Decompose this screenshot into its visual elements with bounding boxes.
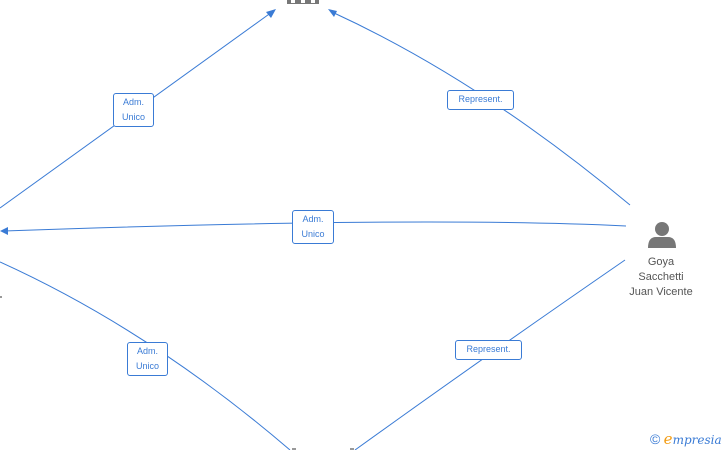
edge-label-bottom-left[interactable]: Adm. Unico	[127, 342, 168, 376]
building-icon[interactable]	[287, 0, 319, 4]
edge-label-middle[interactable]: Adm. Unico	[292, 210, 334, 244]
arrowhead-top-right	[328, 9, 337, 17]
arrowhead-middle	[0, 227, 8, 235]
edge-middle	[3, 221, 627, 232]
person-name-line-2: Sacchetti	[638, 271, 684, 283]
brand-e-letter: e	[663, 430, 673, 448]
edge-label-top-right[interactable]: Represent.	[447, 90, 514, 110]
person-name[interactable]: Goya Sacchetti Juan Vicente	[612, 255, 710, 300]
copyright-symbol: ©	[650, 431, 661, 447]
person-icon[interactable]	[648, 222, 676, 248]
person-name-line-1: Goya	[647, 256, 675, 268]
bottom-node-fragment	[350, 448, 354, 450]
left-node-fragment	[0, 296, 2, 298]
arrowhead-top-left	[266, 9, 276, 18]
person-name-line-3: Juan Vicente	[629, 286, 693, 298]
edge-label-top-left[interactable]: Adm. Unico	[113, 93, 154, 127]
empresia-logo: © empresia	[650, 430, 722, 448]
edge-label-bottom-right[interactable]: Represent.	[455, 340, 522, 360]
brand-name: mpresia	[672, 433, 722, 447]
bottom-node-fragment	[292, 448, 296, 450]
